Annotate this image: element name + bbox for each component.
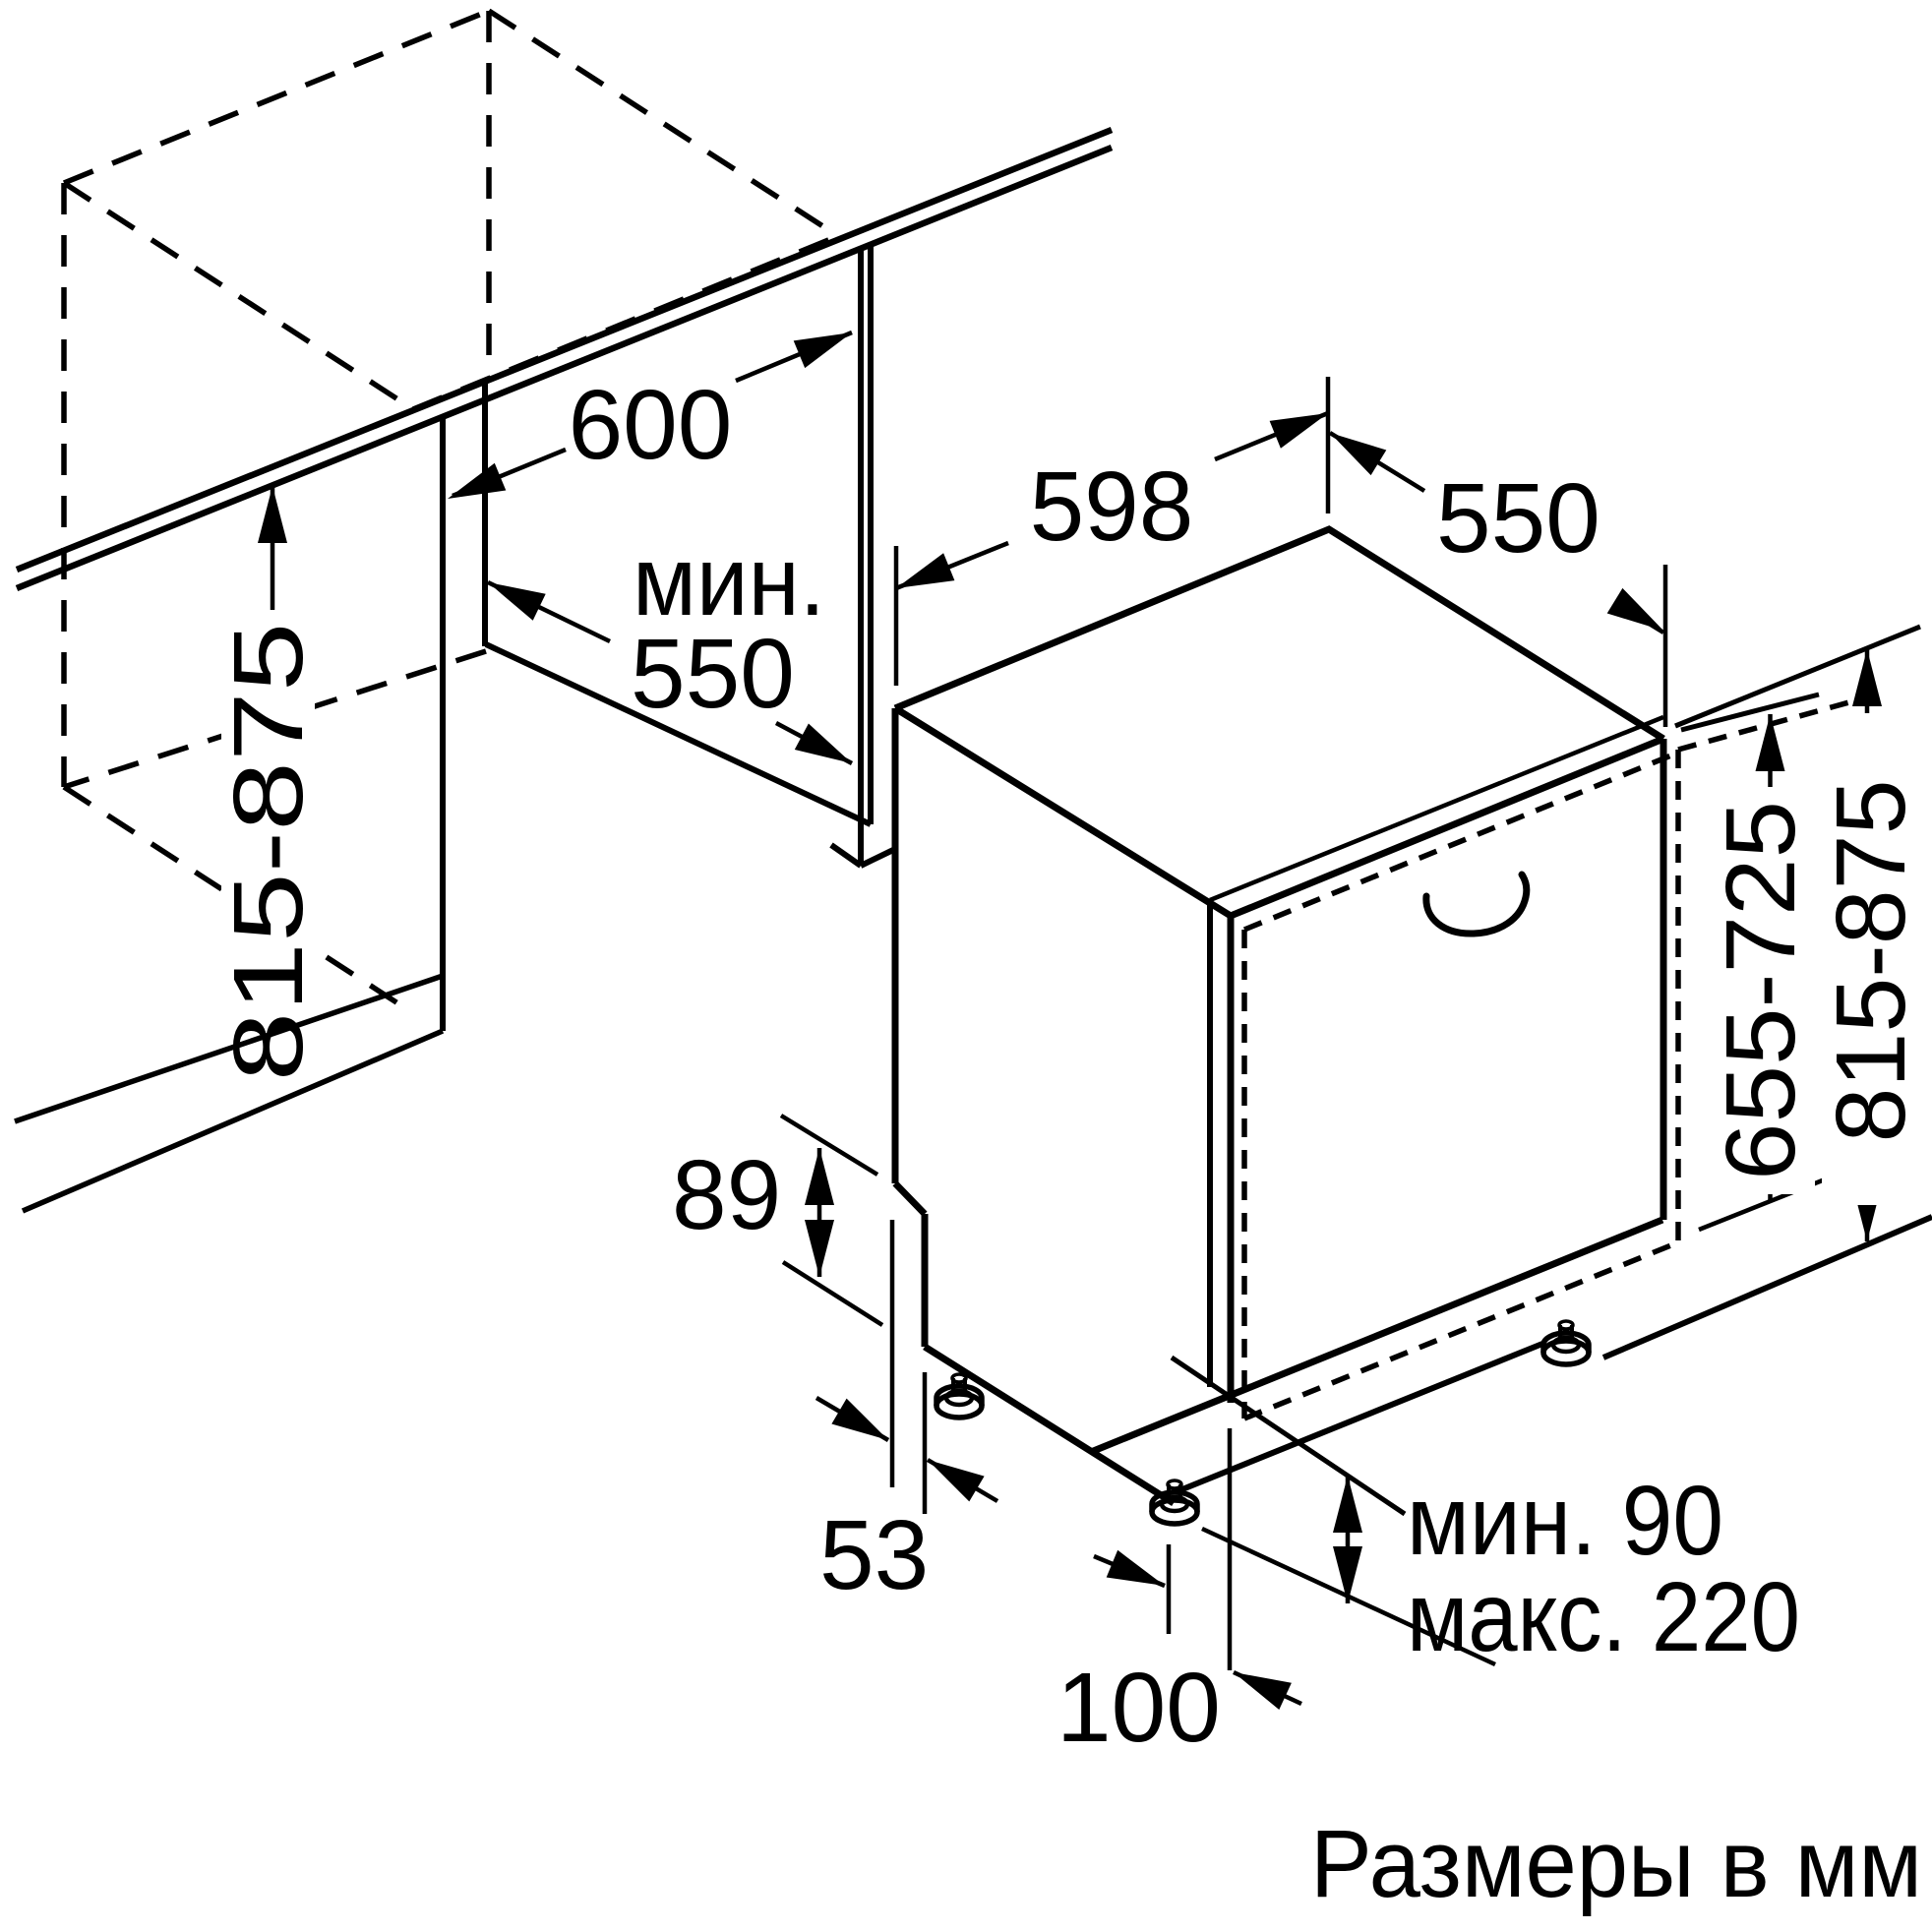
svg-text:мин. 90: мин. 90 (1407, 1466, 1723, 1576)
svg-text:Размеры в мм: Размеры в мм (1310, 1810, 1922, 1917)
svg-text:53: 53 (819, 1500, 929, 1610)
svg-text:550: 550 (1436, 463, 1600, 574)
svg-text:598: 598 (1030, 452, 1194, 562)
svg-text:655-725: 655-725 (1706, 801, 1816, 1180)
svg-text:600: 600 (569, 370, 733, 480)
svg-text:815-875: 815-875 (1816, 780, 1926, 1143)
svg-text:815-875: 815-875 (213, 623, 324, 1082)
svg-text:89: 89 (672, 1140, 781, 1250)
svg-text:550: 550 (631, 619, 795, 729)
svg-text:макс. 220: макс. 220 (1407, 1562, 1800, 1672)
svg-text:100: 100 (1057, 1653, 1221, 1763)
svg-text:мин.: мин. (633, 526, 825, 636)
